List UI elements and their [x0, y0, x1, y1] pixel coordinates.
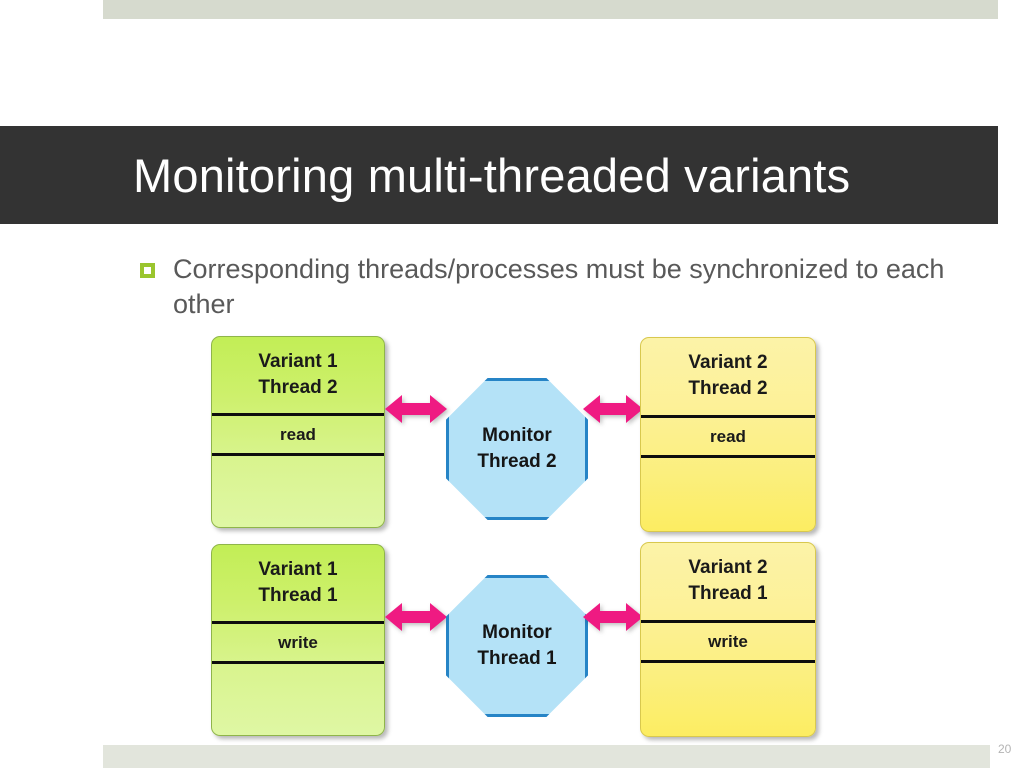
top-decorative-bar: [103, 0, 998, 19]
monitor-thread2-octagon: Monitor Thread 2: [446, 378, 588, 520]
thread-label: Thread 2: [688, 378, 768, 399]
variant1-thread2-box: Variant 1 Thread 2 read: [211, 336, 385, 528]
operation-label: read: [280, 424, 316, 444]
operation-label: write: [708, 631, 748, 651]
variant2-thread2-box: Variant 2 Thread 2 read: [640, 337, 816, 532]
double-headed-arrow-icon: [385, 395, 447, 423]
variant1-thread1-title: Variant 1 Thread 1: [212, 545, 384, 620]
arrow-monitor-variant2-row2: [583, 600, 643, 634]
variant2-thread1-title: Variant 2 Thread 1: [641, 543, 815, 619]
arrow-monitor-variant2-row1: [583, 392, 643, 426]
variant1-thread1-box: Variant 1 Thread 1 write: [211, 544, 385, 736]
variant-label: Variant 2: [688, 557, 768, 578]
divider-top: [212, 413, 384, 416]
divider-bottom: [641, 660, 815, 663]
title-bar: [0, 126, 998, 224]
thread-label: Thread 1: [258, 584, 338, 606]
operation-label: write: [278, 632, 318, 652]
double-headed-arrow-icon: [583, 395, 643, 423]
arrow-variant1-monitor-row1: [385, 392, 447, 426]
monitor-thread-label: Thread 2: [477, 451, 557, 472]
divider-top: [641, 620, 815, 623]
bottom-decorative-bar: [103, 745, 990, 768]
variant2-thread2-title: Variant 2 Thread 2: [641, 338, 815, 414]
variant2-thread1-box: Variant 2 Thread 1 write: [640, 542, 816, 737]
bullet-square-icon: [140, 263, 155, 278]
page-number: 20: [998, 742, 1012, 756]
divider-top: [212, 621, 384, 624]
double-headed-arrow-icon: [583, 603, 643, 631]
operation-label: read: [710, 426, 746, 446]
divider-top: [641, 415, 815, 418]
monitor-label: Monitor: [482, 622, 552, 643]
divider-bottom: [212, 453, 384, 456]
variant-label: Variant 1: [258, 350, 338, 372]
variant-label: Variant 2: [688, 352, 768, 373]
thread-label: Thread 1: [688, 583, 768, 604]
thread-label: Thread 2: [258, 376, 338, 398]
arrow-variant1-monitor-row2: [385, 600, 447, 634]
variant-label: Variant 1: [258, 558, 338, 580]
monitor-thread-label: Thread 1: [477, 648, 557, 669]
monitor-label: Monitor: [482, 425, 552, 446]
variant1-thread2-title: Variant 1 Thread 2: [212, 337, 384, 412]
divider-bottom: [641, 455, 815, 458]
bullet-text: Corresponding threads/processes must be …: [173, 254, 945, 319]
page-title: Monitoring multi-threaded variants: [133, 149, 851, 202]
monitor-thread1-octagon: Monitor Thread 1: [446, 575, 588, 717]
divider-bottom: [212, 661, 384, 664]
double-headed-arrow-icon: [385, 603, 447, 631]
